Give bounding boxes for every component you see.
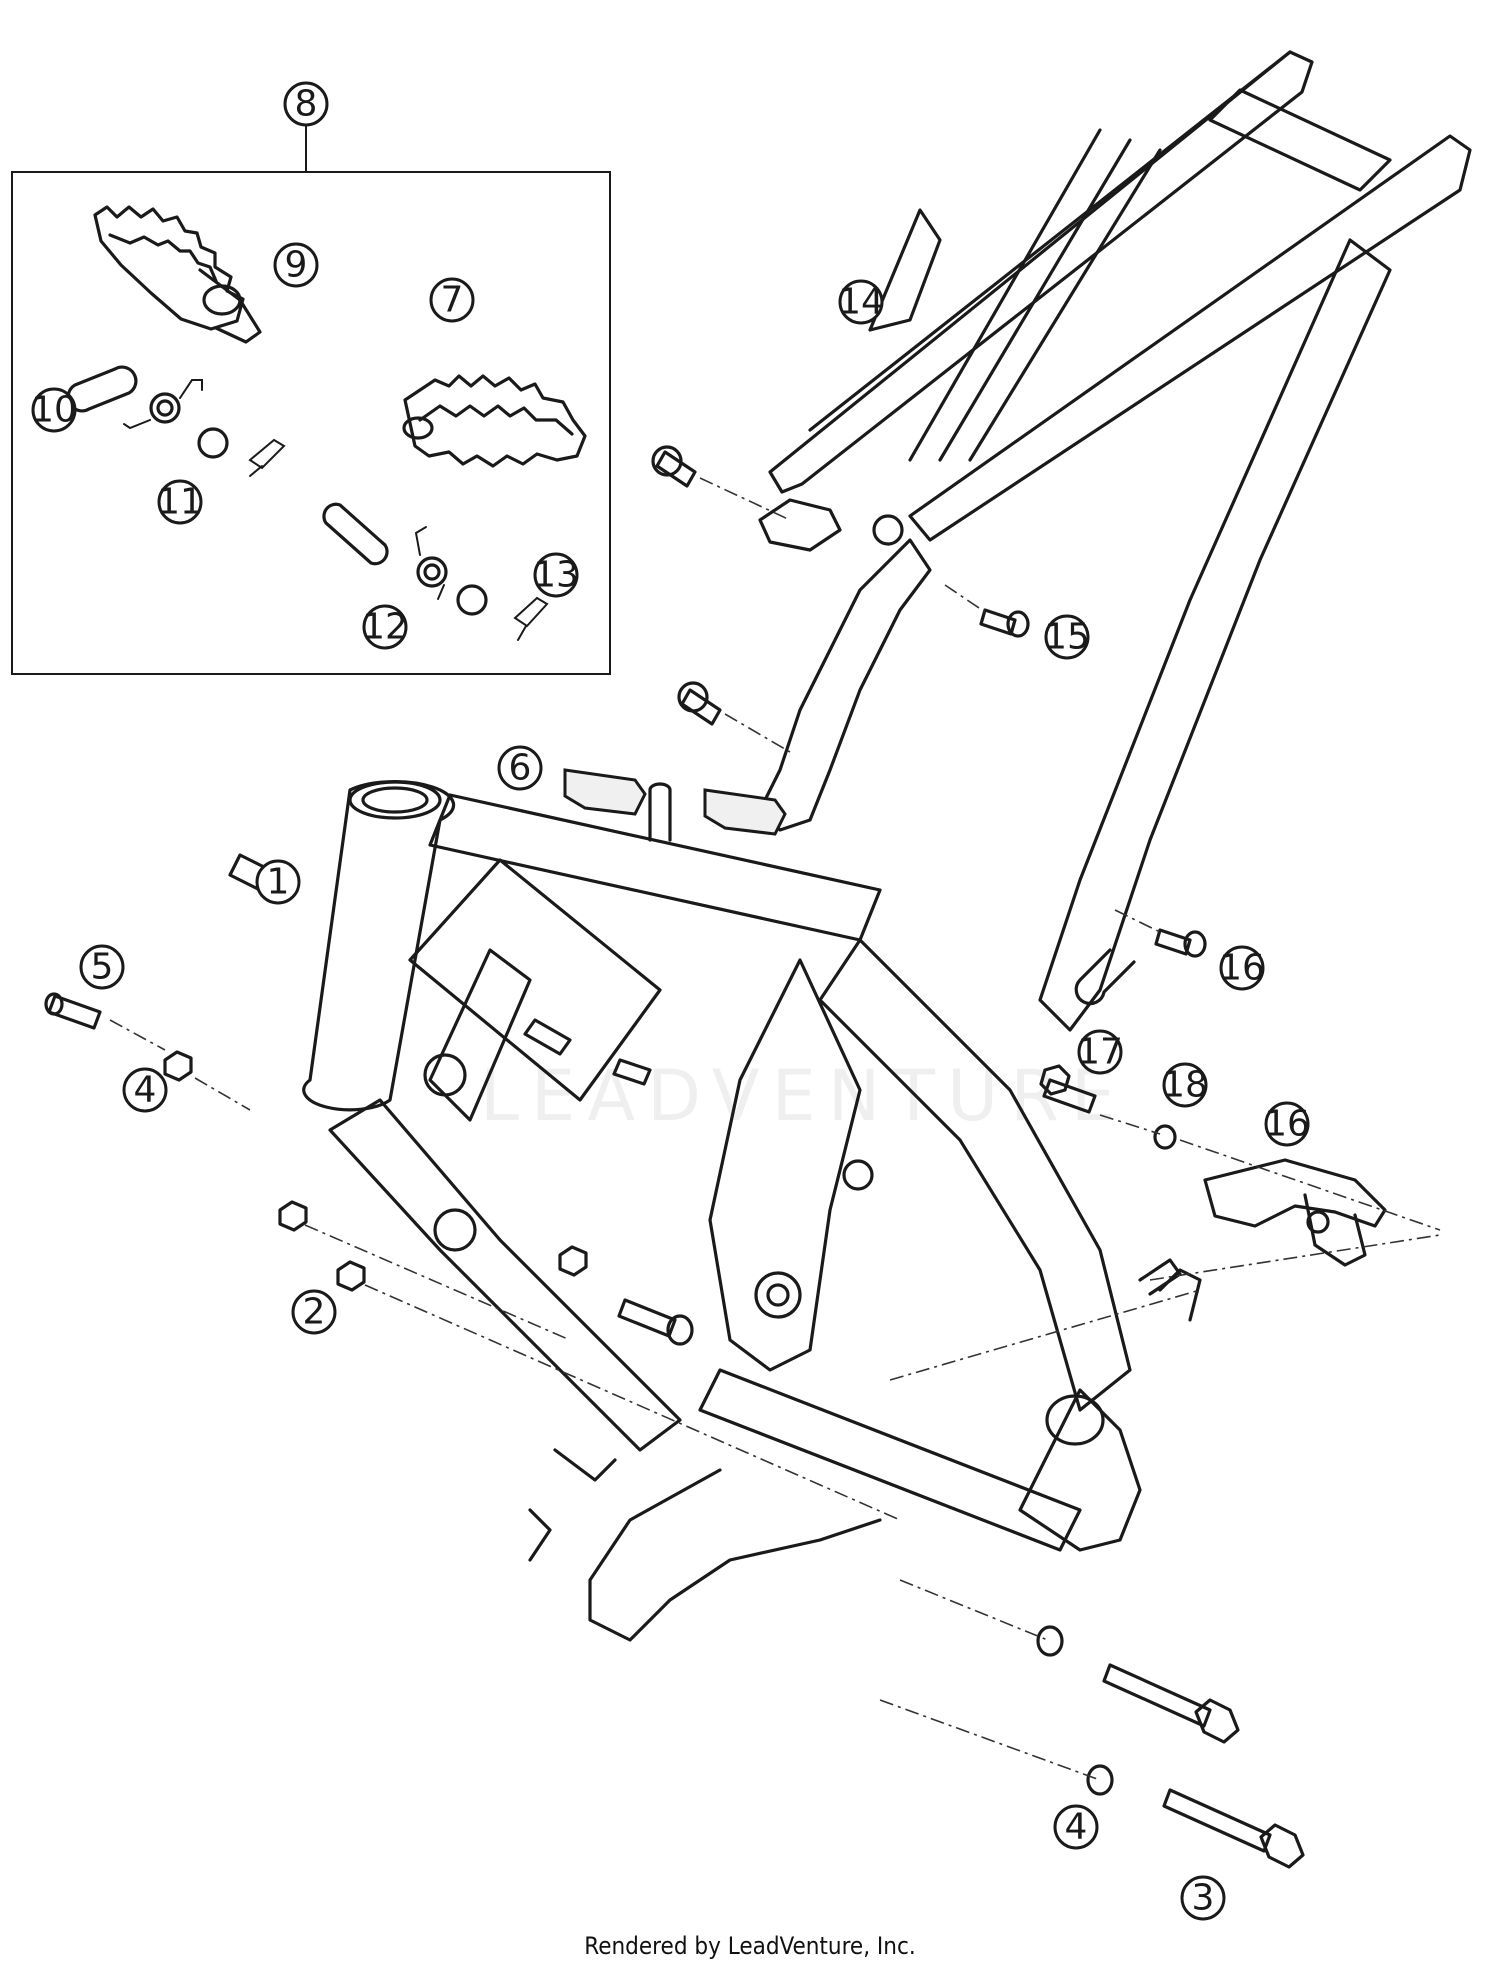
washer-lower [456,584,488,616]
callout-1: 1 [255,859,301,905]
cotter-pin-upper [248,438,286,477]
pin-lower [322,502,389,566]
subframe [758,50,1472,1032]
svg-text:6: 6 [509,748,532,789]
callout-17: 16 [1264,1101,1310,1147]
svg-text:11: 11 [157,482,203,523]
callout-7: 6 [497,745,543,791]
callout-5: 4 [122,1067,168,1113]
svg-text:17: 17 [1077,1032,1123,1073]
main-frame [228,779,1202,1642]
callout-3: 3 [1180,1875,1226,1921]
bolt-18 [1039,1064,1097,1114]
footpeg-right [402,374,587,468]
washer-19 [1153,1124,1177,1150]
svg-text:14: 14 [838,282,884,323]
callout-12: 11 [157,479,203,525]
svg-text:10: 10 [31,390,77,431]
nut-mid [558,1245,694,1346]
svg-text:16: 16 [1264,1104,1310,1145]
callout-10: 9 [273,242,319,288]
svg-text:12: 12 [362,607,408,648]
footpeg-kit-group [11,124,611,675]
callout-16a: 15 [1044,614,1090,660]
svg-text:15: 15 [1044,617,1090,658]
svg-text:9: 9 [285,245,308,286]
callout-4: 4 [1053,1804,1099,1850]
cotter-pin-lower [513,596,549,641]
callout-14: 13 [533,552,579,598]
chain-slider-17 [1203,1158,1387,1267]
svg-text:7: 7 [441,280,464,321]
pin-upper [66,365,138,413]
nut-2 [336,1260,901,1521]
callout-9: 7 [429,277,475,323]
footpeg-left [93,205,262,344]
callout-16b: 16 [1219,945,1265,991]
callout-15: 14 [838,279,884,325]
callout-13: 12 [362,604,408,650]
watermark: LEADVENTURE [480,1055,1127,1137]
spring-lower [414,526,448,600]
svg-text:2: 2 [303,1292,326,1333]
nut-upper-left [278,1200,571,1341]
subframe-bolt-right-16b [1114,909,1207,958]
subframe-bolt-right-16a [944,584,1030,638]
callout-19: 18 [1162,1062,1208,1108]
callout-2: 2 [291,1289,337,1335]
svg-text:8: 8 [295,84,318,125]
rubber-blocks [563,768,787,836]
steering-bolt-6 [44,992,102,1030]
svg-text:4: 4 [1065,1807,1088,1848]
callout-8: 8 [283,81,329,127]
subframe-bolt-middle [677,681,791,753]
callout-18: 17 [1077,1029,1123,1075]
spring-upper [123,379,203,430]
washer-4 [879,1579,1114,1796]
svg-text:1: 1 [267,862,290,903]
callout-6: 5 [79,944,125,990]
svg-text:16: 16 [1219,948,1265,989]
svg-text:5: 5 [91,947,114,988]
footer-credit: Rendered by LeadVenture, Inc. [584,1932,916,1960]
subframe-bolt-upper [651,445,791,521]
svg-text:18: 18 [1162,1065,1208,1106]
svg-text:13: 13 [533,555,579,596]
nut-5 [109,1019,251,1111]
callout-11: 10 [31,387,77,433]
kit-box [11,171,611,675]
washer-upper [197,427,229,459]
bolt-3 [1102,1663,1305,1869]
svg-text:4: 4 [134,1070,157,1111]
svg-text:3: 3 [1192,1878,1215,1919]
